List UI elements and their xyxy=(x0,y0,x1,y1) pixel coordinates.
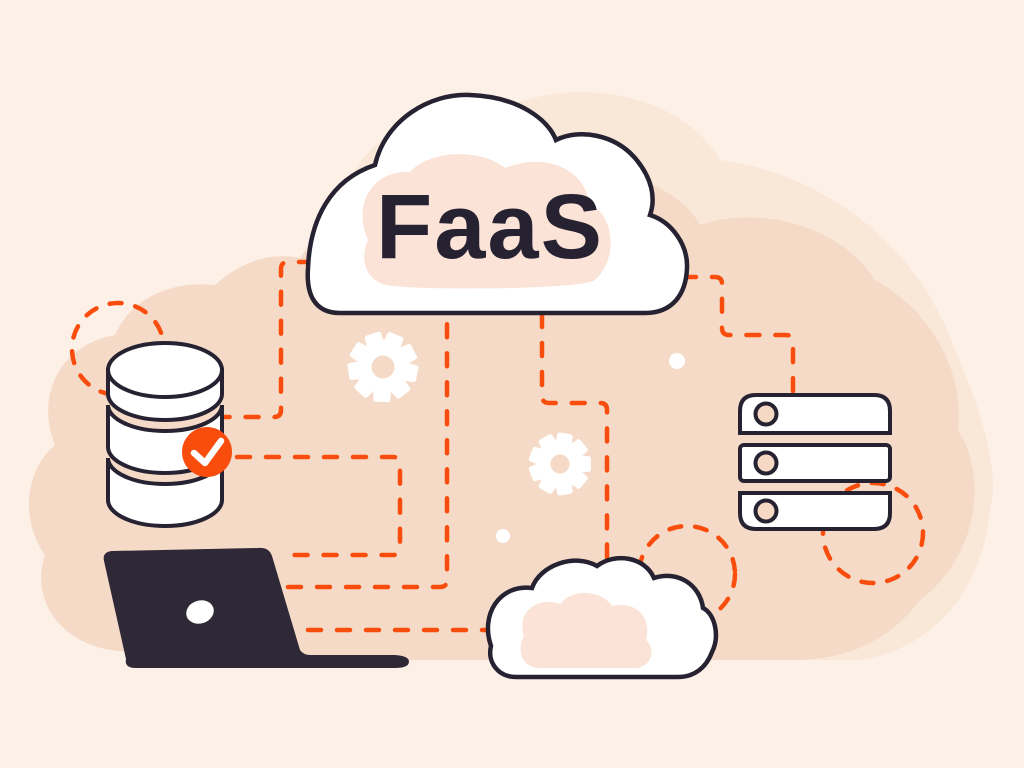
faas-label: FaaS xyxy=(376,176,604,278)
dashed-connector xyxy=(539,311,610,581)
server-led xyxy=(753,401,779,427)
dashed-connector xyxy=(285,311,450,590)
check-badge-circle xyxy=(182,427,232,477)
check-badge-icon xyxy=(182,427,232,477)
connector-group xyxy=(221,259,796,633)
server-row xyxy=(738,393,892,435)
small-cloud-icon xyxy=(485,555,719,680)
small-cloud-inner xyxy=(520,592,652,668)
gear-group xyxy=(347,331,591,496)
check-icon xyxy=(190,437,225,467)
database-icon xyxy=(106,341,224,528)
gear-icon xyxy=(528,432,591,496)
dashed-connector xyxy=(680,274,796,396)
server-rack-icon xyxy=(738,393,892,531)
server-led xyxy=(753,498,779,524)
faas-cloud-icon: FaaS xyxy=(305,92,690,316)
faas-cloud-inner xyxy=(362,154,611,289)
dashed-circle xyxy=(636,523,738,625)
database-top-ellipse xyxy=(106,341,224,399)
gear-icon xyxy=(347,331,419,403)
server-led xyxy=(753,450,779,476)
server-row xyxy=(738,443,892,483)
laptop-icon xyxy=(103,547,410,668)
database-bottom-band xyxy=(106,457,224,528)
white-dot xyxy=(496,529,510,543)
dashed-connector xyxy=(221,259,315,420)
laptop-logo-dot xyxy=(186,600,214,624)
white-dot xyxy=(669,353,685,369)
dashed-connector xyxy=(234,454,403,558)
server-row xyxy=(738,491,892,531)
background-blob xyxy=(28,159,975,660)
laptop-body xyxy=(103,547,410,668)
